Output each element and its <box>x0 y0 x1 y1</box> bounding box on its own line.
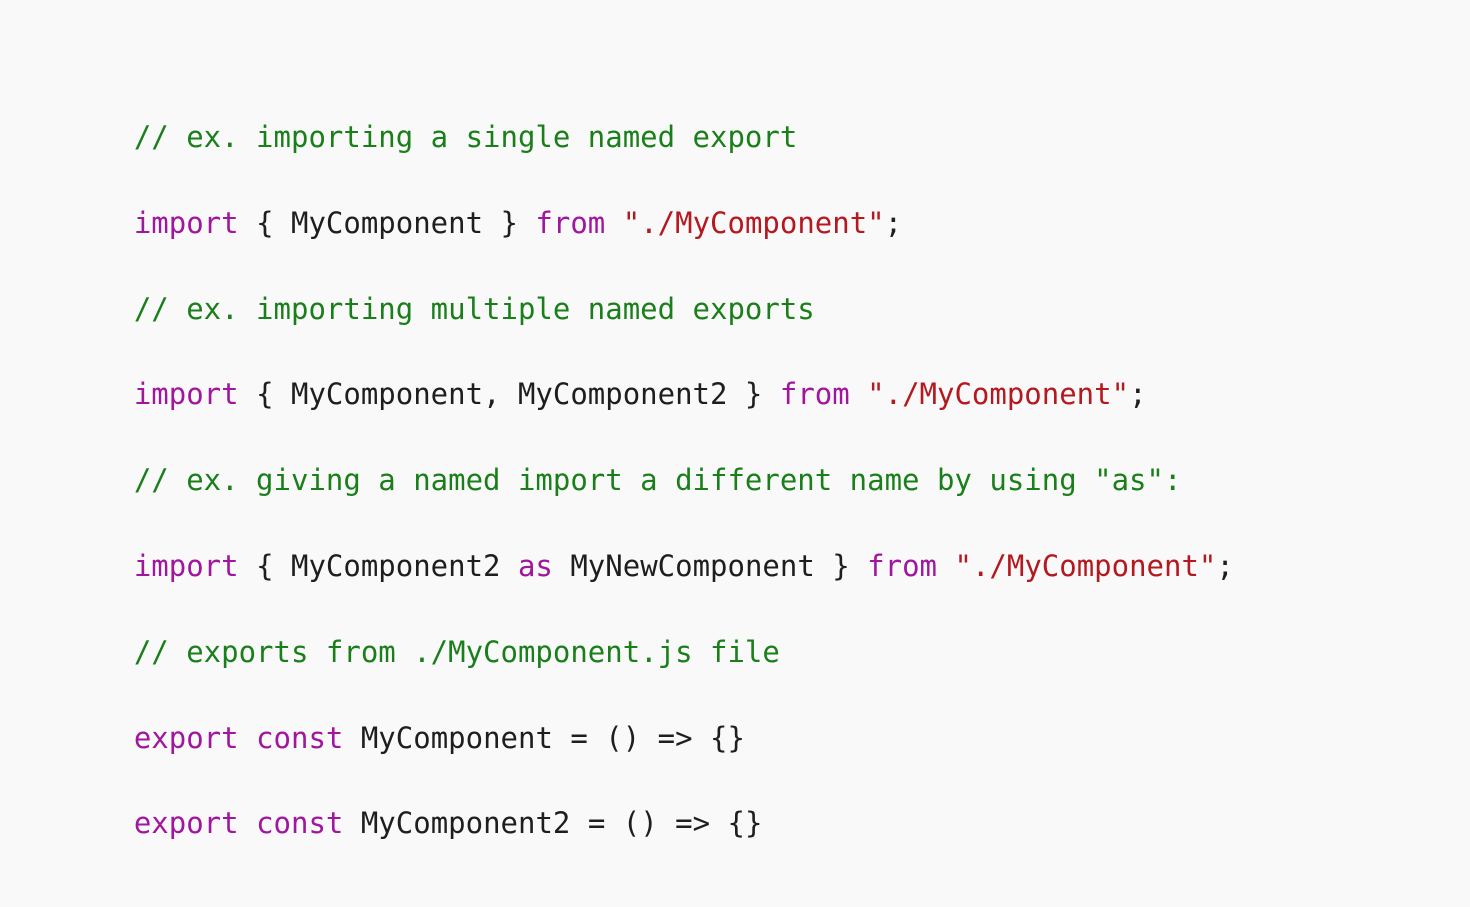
keyword-token: import <box>133 205 239 240</box>
plain-token: { MyComponent } <box>238 205 536 240</box>
code-line-8: export const MyComponent = () => {} <box>64 654 1470 755</box>
keyword-token: from <box>867 548 938 583</box>
keyword-token: const <box>256 720 344 755</box>
comment-token: // ex. importing a single named export <box>133 120 798 154</box>
keyword-token: as <box>517 548 553 583</box>
keyword-token: import <box>133 548 239 583</box>
keyword-token: const <box>256 806 344 841</box>
comment-token: // ex. giving a named import a different… <box>133 463 1182 498</box>
keyword-token: from <box>535 205 606 240</box>
code-block: // ex. importing a single named export i… <box>64 53 1470 840</box>
code-line-5: // ex. giving a named import a different… <box>64 396 1470 497</box>
string-token: "./MyComponent" <box>867 377 1130 412</box>
string-token: "./MyComponent" <box>954 548 1217 583</box>
keyword-token: import <box>133 377 239 412</box>
plain-token <box>239 806 256 840</box>
code-line-6: import { MyComponent2 as MyNewComponent … <box>64 482 1470 583</box>
keyword-token: export <box>133 720 239 755</box>
plain-token: MyNewComponent } <box>552 548 868 583</box>
code-line-3: // ex. importing multiple named exports <box>64 225 1470 326</box>
plain-token <box>937 549 954 583</box>
keyword-token: export <box>133 806 239 841</box>
plain-token: MyComponent2 = () => {} <box>343 806 763 841</box>
code-line-7: // exports from ./MyComponent.js file <box>64 568 1470 669</box>
plain-token <box>239 721 256 755</box>
plain-token: ; <box>1129 377 1147 412</box>
comment-token: // exports from ./MyComponent.js file <box>133 634 780 669</box>
plain-token: MyComponent = () => {} <box>343 720 745 755</box>
plain-token: ; <box>884 205 903 240</box>
plain-token: { MyComponent, MyComponent2 } <box>238 377 780 412</box>
code-line-1: // ex. importing a single named export <box>64 53 1470 154</box>
comment-token: // ex. importing multiple named exports <box>133 291 815 326</box>
keyword-token: from <box>779 377 850 412</box>
code-line-9: export const MyComponent2 = () => {} <box>64 739 1470 840</box>
plain-token: { MyComponent2 <box>238 548 518 583</box>
plain-token <box>850 377 867 411</box>
plain-token <box>605 206 622 240</box>
string-token: "./MyComponent" <box>622 205 885 240</box>
code-line-2: import { MyComponent } from "./MyCompone… <box>64 139 1470 240</box>
plain-token: ; <box>1216 548 1234 583</box>
code-line-4: import { MyComponent, MyComponent2 } fro… <box>64 310 1470 411</box>
